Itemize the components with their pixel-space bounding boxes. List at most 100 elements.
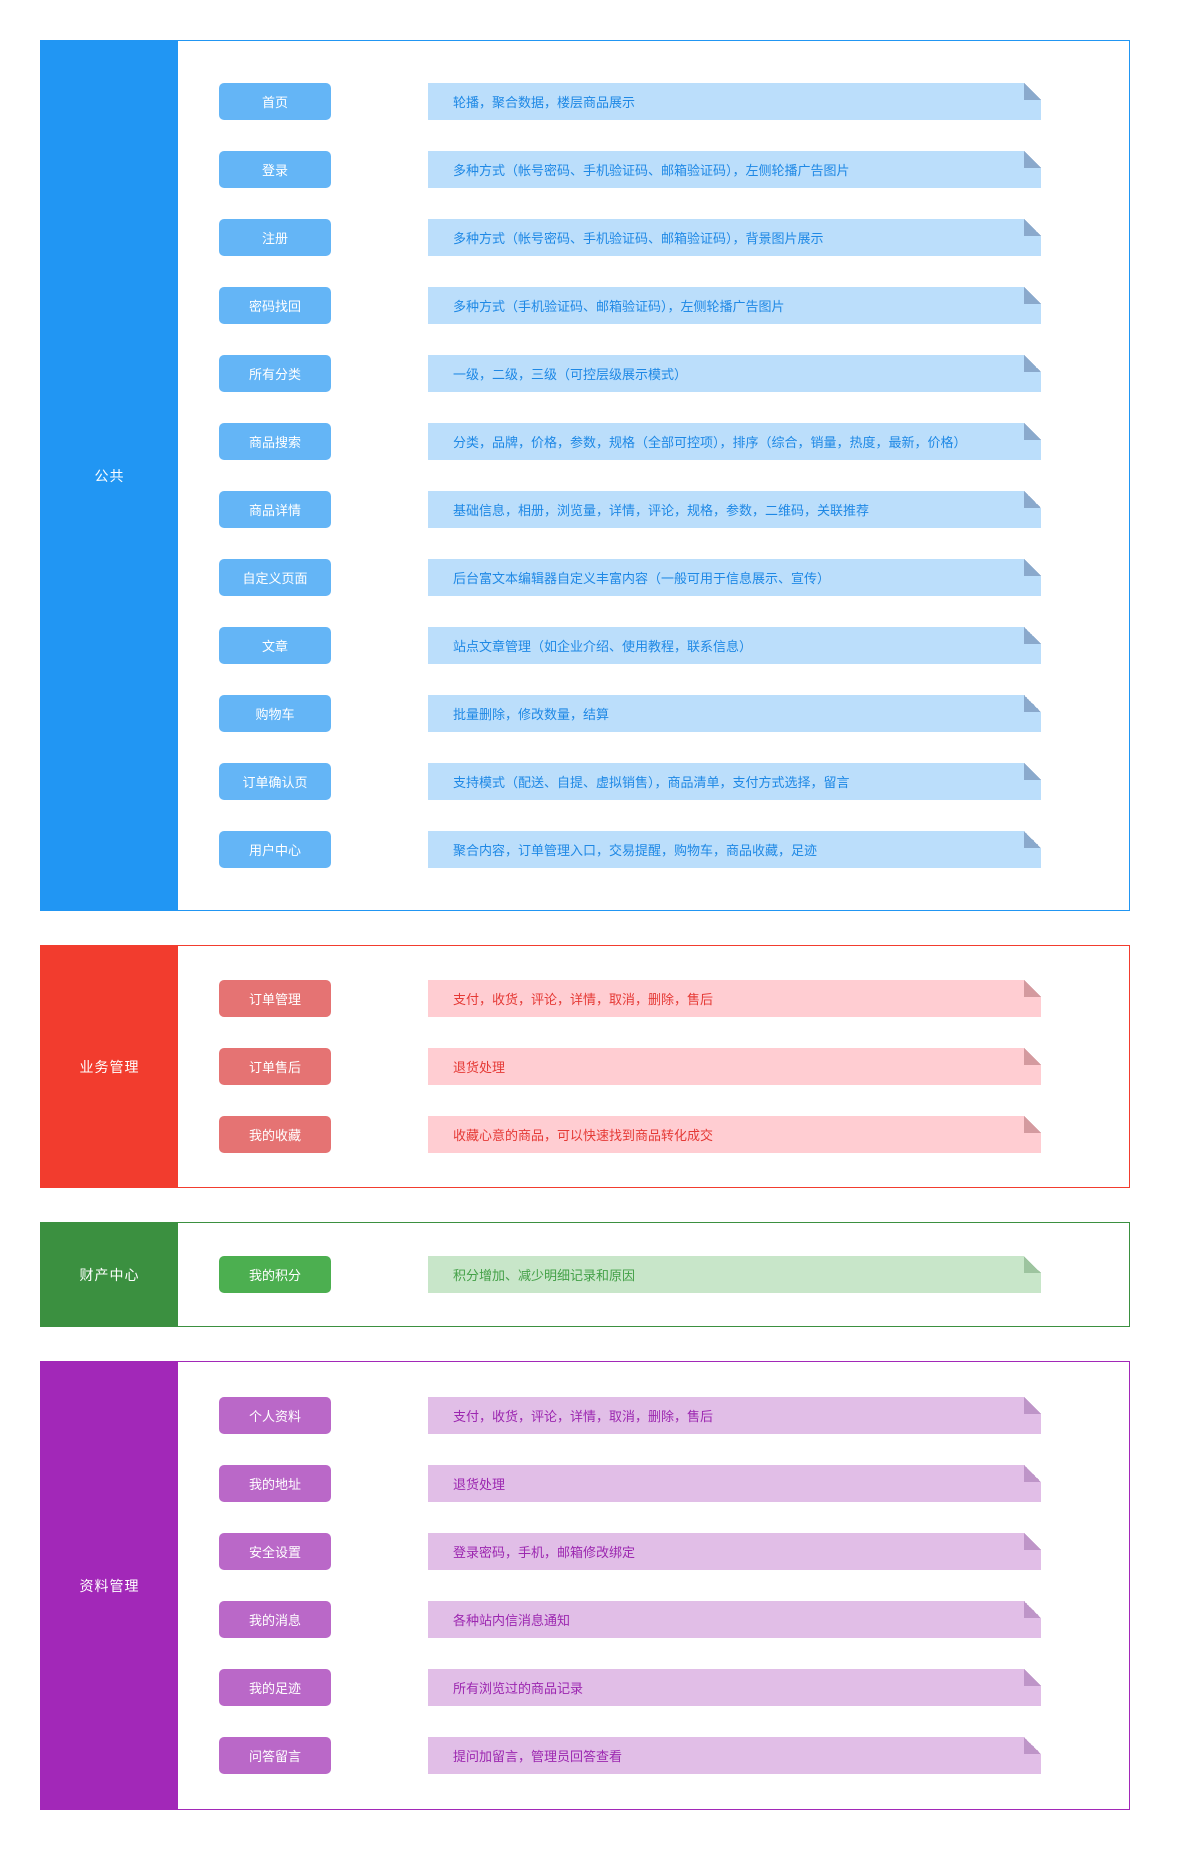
panel-rows-business: 订单管理 支付，收货，评论，详情，取消，删除，售后订单售后 退货处理我的收藏收藏心意… bbox=[178, 946, 1129, 1187]
feature-note-profile-2: 登录密码，手机，邮箱修改绑定 bbox=[428, 1533, 1041, 1570]
folded-corner-icon bbox=[1024, 831, 1041, 848]
folded-corner-icon bbox=[1024, 1601, 1041, 1618]
folded-corner-icon bbox=[1024, 559, 1041, 576]
panel-public: 公共首页轮播，聚合数据，楼层商品展示登录多种方式（帐号密码、手机验证码、邮箱验证… bbox=[40, 40, 1130, 911]
feature-node-label: 订单确认页 bbox=[242, 776, 308, 791]
feature-row-public-8: 文章 站点文章管理（如企业介绍、使用教程，联系信息） bbox=[178, 627, 1129, 664]
folded-corner-icon bbox=[1024, 287, 1041, 304]
feature-node-label: 自定义页面 bbox=[242, 572, 308, 587]
folded-corner-icon bbox=[1024, 151, 1041, 168]
folded-corner-icon bbox=[1024, 1116, 1041, 1133]
feature-note-text: 收藏心意的商品，可以快速找到商品转化成交 bbox=[453, 1129, 714, 1144]
feature-note-text: 基础信息，相册，浏览量，详情，评论，规格，参数，二维码，关联推荐 bbox=[453, 504, 870, 519]
folded-corner-icon bbox=[1024, 1465, 1041, 1482]
feature-note-public-7: 后台富文本编辑器自定义丰富内容（一般可用于信息展示、宣传） bbox=[428, 559, 1041, 596]
feature-row-public-10: 订单确认页 支持模式（配送、自提、虚拟销售），商品清单，支付方式选择，留言 bbox=[178, 763, 1129, 800]
feature-note-text: 所有浏览过的商品记录 bbox=[453, 1682, 584, 1697]
feature-note-profile-5: 提问加留言，管理员回答查看 bbox=[428, 1737, 1041, 1774]
feature-node-button-public-8: 文章 bbox=[219, 627, 331, 664]
feature-node-button-public-0: 首页 bbox=[219, 83, 331, 120]
feature-node-label: 我的积分 bbox=[248, 1269, 301, 1284]
folded-corner-icon bbox=[1024, 1533, 1041, 1550]
feature-node-label: 所有分类 bbox=[248, 368, 301, 383]
feature-node-label: 登录 bbox=[261, 164, 288, 179]
panel-profile: 资料管理个人资料支付，收货，评论，详情，取消，删除，售后我的地址退货处理安全设置… bbox=[40, 1361, 1130, 1810]
feature-row-public-4: 所有分类 一级，二级，三级（可控层级展示模式） bbox=[178, 355, 1129, 392]
panel-sidebar-assets: 财产中心 bbox=[41, 1223, 178, 1326]
feature-note-text: 退货处理 bbox=[453, 1061, 506, 1076]
feature-node-button-public-1: 登录 bbox=[219, 151, 331, 188]
feature-note-profile-4: 所有浏览过的商品记录 bbox=[428, 1669, 1041, 1706]
feature-note-text: 支付，收货，评论，详情，取消，删除，售后 bbox=[453, 993, 714, 1008]
feature-note-profile-0: 支付，收货，评论，详情，取消，删除，售后 bbox=[428, 1397, 1041, 1434]
folded-corner-icon bbox=[1024, 980, 1041, 997]
feature-node-label: 订单售后 bbox=[248, 1061, 301, 1076]
feature-node-label: 密码找回 bbox=[248, 300, 301, 315]
feature-note-text: 登录密码，手机，邮箱修改绑定 bbox=[453, 1546, 636, 1561]
panel-title-profile: 资料管理 bbox=[79, 1578, 140, 1595]
feature-node-button-public-3: 密码找回 bbox=[219, 287, 331, 324]
feature-note-text: 聚合内容，订单管理入口，交易提醒，购物车，商品收藏，足迹 bbox=[453, 844, 818, 859]
feature-note-public-0: 轮播，聚合数据，楼层商品展示 bbox=[428, 83, 1041, 120]
feature-row-public-2: 注册 多种方式（帐号密码、手机验证码、邮箱验证码），背景图片展示 bbox=[178, 219, 1129, 256]
feature-note-profile-3: 各种站内信消息通知 bbox=[428, 1601, 1041, 1638]
feature-note-profile-1: 退货处理 bbox=[428, 1465, 1041, 1502]
feature-row-public-7: 自定义页面 后台富文本编辑器自定义丰富内容（一般可用于信息展示、宣传） bbox=[178, 559, 1129, 596]
feature-row-business-2: 我的收藏收藏心意的商品，可以快速找到商品转化成交 bbox=[178, 1116, 1129, 1153]
feature-note-text: 各种站内信消息通知 bbox=[453, 1614, 571, 1629]
feature-note-public-3: 多种方式（手机验证码、邮箱验证码），左侧轮播广告图片 bbox=[428, 287, 1041, 324]
feature-node-button-public-9: 购物车 bbox=[219, 695, 331, 732]
feature-note-assets-0: 积分增加、减少明细记录和原因 bbox=[428, 1256, 1041, 1293]
feature-note-text: 批量删除，修改数量，结算 bbox=[453, 708, 610, 723]
folded-corner-icon bbox=[1024, 763, 1041, 780]
feature-row-public-6: 商品详情 基础信息，相册，浏览量，详情，评论，规格，参数，二维码，关联推荐 bbox=[178, 491, 1129, 528]
feature-note-public-9: 批量删除，修改数量，结算 bbox=[428, 695, 1041, 732]
panel-title-public: 公共 bbox=[94, 468, 125, 485]
feature-node-label: 订单管理 bbox=[248, 993, 301, 1008]
feature-note-public-11: 聚合内容，订单管理入口，交易提醒，购物车，商品收藏，足迹 bbox=[428, 831, 1041, 868]
feature-node-button-public-4: 所有分类 bbox=[219, 355, 331, 392]
panel-business: 业务管理 订单管理 支付，收货，评论，详情，取消，删除，售后订单售后 退货处理我的收藏… bbox=[40, 945, 1130, 1188]
panel-rows-assets: 我的积分 积分增加、减少明细记录和原因 bbox=[178, 1223, 1129, 1326]
feature-node-label: 首页 bbox=[261, 96, 288, 111]
folded-corner-icon bbox=[1024, 83, 1041, 100]
feature-row-public-9: 购物车 批量删除，修改数量，结算 bbox=[178, 695, 1129, 732]
feature-row-public-0: 首页 轮播，聚合数据，楼层商品展示 bbox=[178, 83, 1129, 120]
feature-note-public-1: 多种方式（帐号密码、手机验证码、邮箱验证码），左侧轮播广告图片 bbox=[428, 151, 1041, 188]
feature-note-business-2: 收藏心意的商品，可以快速找到商品转化成交 bbox=[428, 1116, 1041, 1153]
feature-note-text: 多种方式（帐号密码、手机验证码、邮箱验证码），左侧轮播广告图片 bbox=[453, 164, 850, 179]
folded-corner-icon bbox=[1024, 627, 1041, 644]
feature-note-business-0: 支付，收货，评论，详情，取消，删除，售后 bbox=[428, 980, 1041, 1017]
feature-node-button-profile-4: 我的足迹 bbox=[219, 1669, 331, 1706]
panel-sidebar-public: 公共 bbox=[41, 41, 178, 910]
feature-note-text: 支持模式（配送、自提、虚拟销售），商品清单，支付方式选择，留言 bbox=[453, 776, 850, 791]
feature-note-text: 多种方式（帐号密码、手机验证码、邮箱验证码），背景图片展示 bbox=[453, 232, 824, 247]
feature-note-text: 多种方式（手机验证码、邮箱验证码），左侧轮播广告图片 bbox=[453, 300, 785, 315]
panel-title-business: 业务管理 bbox=[79, 1059, 140, 1076]
feature-node-button-public-2: 注册 bbox=[219, 219, 331, 256]
folded-corner-icon bbox=[1024, 219, 1041, 236]
folded-corner-icon bbox=[1024, 1256, 1041, 1273]
feature-note-public-5: 分类，品牌，价格，参数，规格（全部可控项），排序（综合，销量，热度，最新，价格） bbox=[428, 423, 1041, 460]
feature-node-label: 我的地址 bbox=[248, 1478, 301, 1493]
folded-corner-icon bbox=[1024, 1397, 1041, 1414]
feature-note-public-2: 多种方式（帐号密码、手机验证码、邮箱验证码），背景图片展示 bbox=[428, 219, 1041, 256]
feature-node-label: 文章 bbox=[261, 640, 288, 655]
feature-note-public-10: 支持模式（配送、自提、虚拟销售），商品清单，支付方式选择，留言 bbox=[428, 763, 1041, 800]
feature-node-button-public-5: 商品搜索 bbox=[219, 423, 331, 460]
feature-node-button-profile-2: 安全设置 bbox=[219, 1533, 331, 1570]
feature-note-text: 站点文章管理（如企业介绍、使用教程，联系信息） bbox=[453, 640, 753, 655]
feature-node-label: 购物车 bbox=[255, 708, 295, 723]
feature-note-public-4: 一级，二级，三级（可控层级展示模式） bbox=[428, 355, 1041, 392]
folded-corner-icon bbox=[1024, 355, 1041, 372]
feature-node-label: 注册 bbox=[261, 232, 288, 247]
feature-note-public-6: 基础信息，相册，浏览量，详情，评论，规格，参数，二维码，关联推荐 bbox=[428, 491, 1041, 528]
folded-corner-icon bbox=[1024, 423, 1041, 440]
panel-title-assets: 财产中心 bbox=[79, 1267, 140, 1284]
feature-note-text: 积分增加、减少明细记录和原因 bbox=[453, 1269, 636, 1284]
feature-node-button-public-6: 商品详情 bbox=[219, 491, 331, 528]
feature-note-text: 一级，二级，三级（可控层级展示模式） bbox=[453, 368, 688, 383]
feature-node-button-public-10: 订单确认页 bbox=[219, 763, 331, 800]
feature-node-button-business-0: 订单管理 bbox=[219, 980, 331, 1017]
feature-row-profile-1: 我的地址 退货处理 bbox=[178, 1465, 1129, 1502]
